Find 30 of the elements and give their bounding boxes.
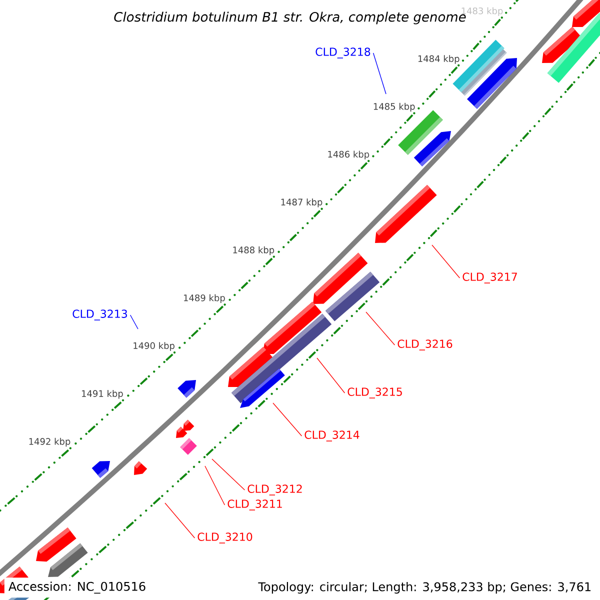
leader-line bbox=[432, 244, 460, 278]
footer-text: Accession: NC_010516 bbox=[4, 578, 150, 598]
footer-text: Topology: circular; Length: 3,958,233 bp; Genes: 3,761 bbox=[254, 578, 596, 598]
gene-label: CLD_3215 bbox=[348, 388, 402, 398]
gene-label: CLD_3210 bbox=[198, 532, 252, 544]
leader-line bbox=[164, 502, 196, 538]
tick-label: 1489 kbp bbox=[184, 294, 225, 304]
tick-label: 1491 kbp bbox=[82, 390, 123, 399]
tick-label: 1490 kbp bbox=[134, 342, 174, 351]
gene-label: CLD_3214 bbox=[304, 430, 360, 442]
leader-line bbox=[366, 312, 396, 346]
leader-line bbox=[130, 314, 138, 330]
gene-label: CLD_3213 bbox=[72, 310, 127, 320]
tick-label: 1486 kbp bbox=[328, 150, 370, 160]
gene-label: CLD_3212 bbox=[248, 484, 302, 496]
gene-label: CLD_3218 bbox=[316, 48, 370, 58]
tick-label: 1484 kbp bbox=[418, 55, 460, 64]
gene-label: CLD_3216 bbox=[398, 340, 452, 350]
tick-label: 1492 kbp bbox=[29, 438, 70, 447]
tick-label: 1487 kbp bbox=[281, 198, 322, 208]
leader-line bbox=[316, 358, 346, 394]
leader-line bbox=[204, 466, 226, 506]
tick-label: 1488 kbp bbox=[233, 246, 274, 256]
leader-line bbox=[212, 458, 246, 490]
gene-label: CLD_3211 bbox=[228, 500, 282, 510]
leader-line bbox=[272, 402, 302, 436]
title: Clostridium botulinum B1 str. Okra, complete genome bbox=[114, 12, 466, 24]
gene-label: CLD_3217 bbox=[462, 272, 517, 284]
leader-line bbox=[372, 52, 386, 94]
tick-label: 1485 kbp bbox=[374, 102, 415, 112]
